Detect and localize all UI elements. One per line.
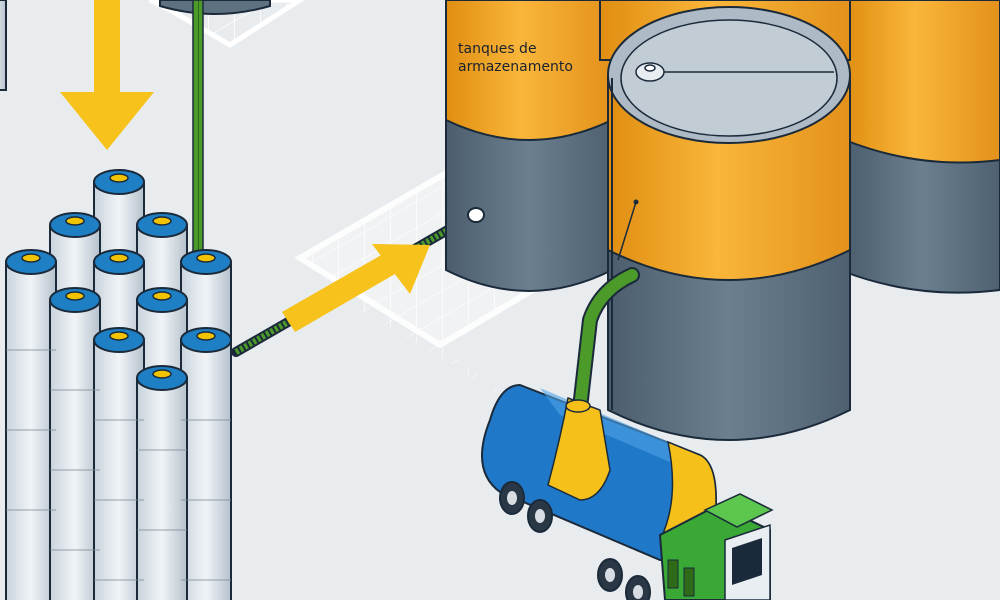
tank-lid-valve-icon (635, 62, 665, 82)
storage-tank-front (607, 6, 851, 441)
column (136, 365, 188, 600)
truck-tank-stripe (547, 396, 611, 501)
partial-column-left (0, 0, 7, 91)
storage-tank-back-right (844, 0, 1000, 294)
storage-tank-back-left (445, 0, 613, 292)
column (93, 327, 145, 600)
label-line-2: armazenamento (458, 59, 573, 75)
column (180, 327, 232, 600)
partial-tank-top (159, 0, 271, 15)
column-cluster (5, 169, 232, 600)
truck-wheels (499, 481, 651, 600)
tanker-truck (481, 383, 774, 600)
down-arrow-icon (60, 0, 154, 150)
storage-tanks-label: tanques de armazenamento (458, 40, 573, 76)
right-arrow-icon (282, 244, 430, 332)
column (5, 249, 57, 600)
label-line-1: tanques de (458, 41, 537, 57)
